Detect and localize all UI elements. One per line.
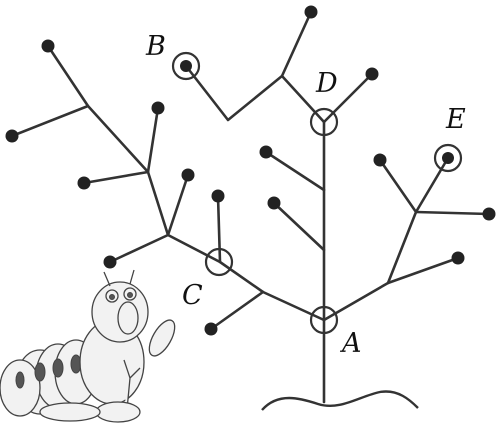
branch-a-to-right [322, 156, 450, 322]
branch-lower-left-leaf [108, 233, 170, 264]
node-ring-d [309, 107, 339, 137]
leaf-dot [451, 251, 465, 265]
branch-upper-left-leaf [146, 106, 160, 174]
label-e: E [445, 104, 466, 135]
branch-right-far-leaf [414, 210, 491, 216]
branch-trunk-upper-left [264, 150, 326, 192]
branch-right-lower-leaf [386, 256, 460, 285]
leaf-dot [77, 176, 91, 190]
leaf-dot [267, 196, 281, 210]
node-ring-a [309, 305, 339, 335]
branch-right-upper-leaf [378, 158, 418, 214]
branch-d-to-b [184, 64, 326, 124]
caterpillar-illustration [0, 269, 176, 423]
leaf-dot [482, 207, 496, 221]
leaf-dot [103, 255, 117, 269]
branch-trunk-mid-left [272, 201, 326, 252]
leaf-dot [373, 153, 387, 167]
leaf-dot [151, 101, 165, 115]
label-b: B [145, 31, 166, 62]
branch-to-left-leaf [10, 104, 90, 138]
leaf-dot-b [180, 60, 192, 72]
ground-line [261, 390, 419, 411]
node-ring-b [171, 51, 201, 81]
leaf-dot [5, 129, 19, 143]
branch-d-right-leaf [322, 72, 374, 124]
leaf-dot [204, 322, 218, 336]
label-a: A [339, 328, 362, 359]
branch-top-leaf [280, 10, 313, 78]
branch-small-up-leaf [166, 173, 190, 237]
node-ring-e [433, 143, 463, 173]
leaf-dot [41, 39, 55, 53]
label-d: D [315, 68, 338, 99]
leaf-dot [259, 145, 273, 159]
branch-c-up-leaf [216, 194, 222, 264]
leaf-dot [181, 168, 195, 182]
leaf-dot [365, 67, 379, 81]
branch-lower-leaf [209, 290, 265, 331]
leaf-dot [211, 189, 225, 203]
leaf-dot-e [442, 152, 454, 164]
node-ring-c [204, 247, 234, 277]
label-c: C [182, 280, 203, 311]
branch-mid-left-leaf [82, 170, 150, 185]
leaf-dot [304, 5, 318, 19]
